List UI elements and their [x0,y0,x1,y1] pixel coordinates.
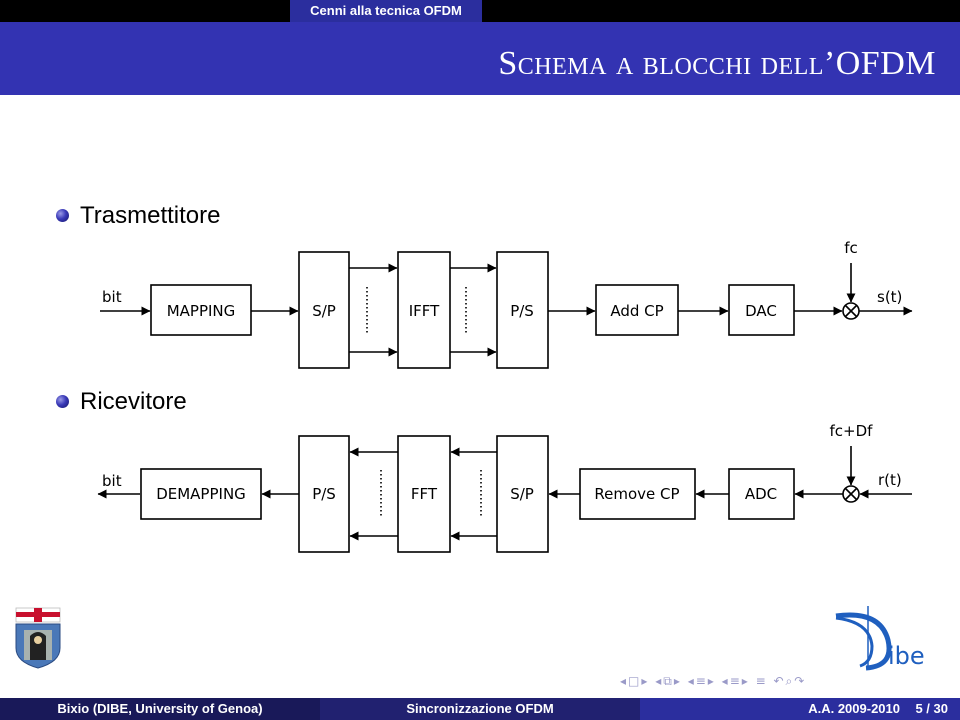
bullet-icon [56,209,69,222]
rx-block-sp-label: S/P [510,485,534,503]
nav-prev-slide-icon[interactable]: ◂ [655,674,664,688]
frame-title-bar: Schema a blocchi dell’OFDM [0,22,960,95]
rx-block-demapping-label: DEMAPPING [156,485,246,503]
rx-block-sp [496,435,549,553]
tx-block-ifft [397,251,451,369]
rx-block-fft [397,435,451,553]
tx-block-addcp [595,284,679,336]
tx-block-ps-label: P/S [510,302,534,320]
rx-block-adc [728,468,795,520]
nav-next-slide-icon[interactable]: ▸ [673,674,682,688]
rx-block-demapping [140,468,262,520]
nav-prev-subsection-icon[interactable]: ◂ [721,674,730,688]
nav-next-frame-icon[interactable]: ▸ [641,674,650,688]
footer-right: A.A. 2009-2010 5 / 30 [640,698,960,720]
nav-frame-icon[interactable]: □ [628,674,642,688]
tx-input-label: bit [102,288,122,306]
receiver-diagram: bit DEMAPPING P/S FFT S/P Remove CP ADC … [97,422,912,553]
footer-page-number: 5 / 30 [915,701,948,716]
bullet-label: Trasmettitore [80,202,221,229]
nav-prev-frame-icon[interactable]: ◂ [620,674,629,688]
rx-block-removecp-label: Remove CP [594,485,679,503]
rx-output-label: bit [102,472,122,490]
tx-block-ps [496,251,549,369]
rx-carrier-label: fc+Df [830,422,874,440]
rx-block-adc-label: ADC [745,485,777,503]
nav-next-subsection-icon[interactable]: ▸ [741,674,750,688]
tx-block-dac [728,284,795,336]
rx-block-ps [298,435,350,553]
bullet-icon [56,395,69,408]
footer-talk-title: Sincronizzazione OFDM [320,698,640,720]
tx-block-sp [298,251,350,369]
transmitter-diagram: bit MAPPING S/P IFFT P/S Add CP DAC fc s… [100,239,913,369]
tx-output-label: s(t) [877,288,902,306]
nav-outline-icon[interactable]: ≡ [755,674,768,688]
university-of-genoa-logo [15,607,61,669]
tx-block-mapping [150,284,252,336]
nav-section-icon[interactable]: ≡ [695,674,708,688]
nav-next-section-icon[interactable]: ▸ [707,674,716,688]
bullet-label: Ricevitore [80,388,187,415]
rx-block-removecp [579,468,696,520]
rx-block-fft-label: FFT [411,485,438,503]
rx-mixer-icon [842,485,860,503]
nav-slides-icon[interactable]: ⧉ [663,674,674,688]
footer-author: Bixio (DIBE, University of Genoa) [0,698,320,720]
tx-block-ifft-label: IFFT [409,302,440,320]
nav-search-icon[interactable]: ↶⌕↷ [773,674,807,688]
rx-block-ps-label: P/S [312,485,336,503]
tx-block-addcp-label: Add CP [610,302,663,320]
dibe-logo: ibe [835,606,925,671]
frame-title: Schema a blocchi dell’OFDM [498,45,936,82]
section-title[interactable]: Cenni alla tecnica OFDM [290,0,482,22]
dibe-logo-text: ibe [888,642,925,670]
tx-block-mapping-label: MAPPING [167,302,236,320]
tx-block-dac-label: DAC [745,302,777,320]
nav-subsection-icon[interactable]: ≡ [729,674,742,688]
tx-block-sp-label: S/P [312,302,336,320]
tx-carrier-label: fc [844,239,858,257]
rx-input-label: r(t) [878,471,902,489]
beamer-navigation: ◂□▸ ◂⧉▸ ◂≡▸ ◂≡▸ ≡ ↶⌕↷ [620,674,806,689]
footer-bar: Bixio (DIBE, University of Genoa) Sincro… [0,698,960,720]
footer-date: A.A. 2009-2010 [808,701,900,716]
top-bar: Cenni alla tecnica OFDM [0,0,960,22]
nav-prev-section-icon[interactable]: ◂ [687,674,696,688]
tx-mixer-icon [842,302,860,320]
